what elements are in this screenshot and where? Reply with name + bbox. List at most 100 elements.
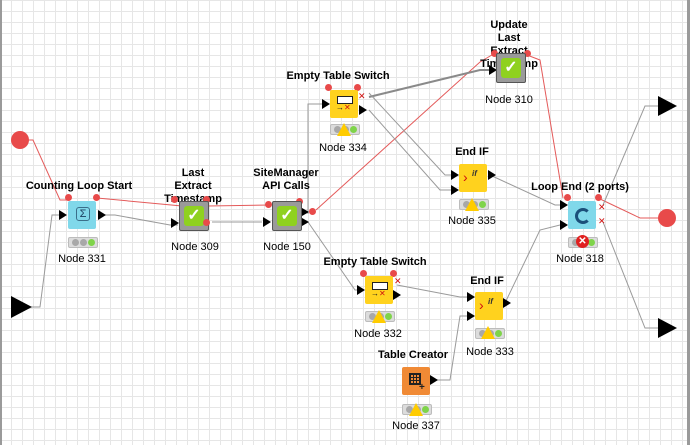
output-port[interactable] [430,375,438,385]
workflow-data-output-port-2[interactable] [658,318,677,338]
input-port[interactable] [560,200,568,210]
flowvar-port[interactable] [265,201,272,208]
canvas-right-border [687,0,690,445]
output-port[interactable] [302,208,309,216]
flowvar-port[interactable] [65,194,72,201]
status-light-red-off [72,239,79,246]
input-port[interactable] [467,311,475,321]
input-port[interactable] [451,185,459,195]
inactive-output-port[interactable]: ✕ [598,216,606,226]
data-connection [430,315,470,381]
flowvar-port[interactable] [325,84,332,91]
flowvar-connection [597,197,667,219]
data-connection [307,103,325,214]
workflow-flowvar-input-port[interactable] [11,131,29,149]
node-label: Node 310 [485,94,533,106]
data-connection [504,224,561,304]
output-port[interactable] [359,105,367,115]
loop-end-icon [568,201,596,229]
input-port[interactable] [357,285,365,295]
input-port[interactable] [489,65,497,75]
flowvar-port[interactable] [171,196,178,203]
node-title: Counting Loop Start [25,180,133,192]
workflow-data-output-port-1[interactable] [658,96,677,116]
warning-icon [481,326,495,339]
data-connection [102,214,178,226]
metanode-check-icon: ✓ [272,201,302,231]
node-title: Table Creator [377,349,449,361]
status-traffic-light [68,237,98,248]
node-label: Node 331 [58,253,106,265]
status-light-green-on [422,406,429,413]
input-port[interactable] [467,292,475,302]
status-light-green-on [385,313,392,320]
table-creator-icon: + [402,367,430,395]
input-port[interactable] [560,220,568,230]
input-port[interactable] [171,218,179,228]
node-title: Loop End (2 ports) [531,181,629,193]
node-label: Node 334 [319,142,367,154]
flowvar-port[interactable] [203,219,210,226]
node-label: Node 318 [556,253,604,265]
status-light-green-on [495,330,502,337]
flowvar-connection [96,197,183,207]
output-port[interactable] [488,170,496,180]
input-port[interactable] [59,210,67,220]
node-title: SiteManager API Calls [253,167,319,192]
node-label: Node 309 [171,241,219,253]
flowvar-port[interactable] [93,194,100,201]
flowvar-port[interactable] [354,84,361,91]
flowvar-port[interactable] [491,50,498,57]
warning-icon [372,310,386,323]
warning-icon [465,198,479,211]
output-port[interactable] [503,298,511,308]
node-label: Node 150 [263,241,311,253]
flowvar-port[interactable] [595,194,602,201]
status-light-yellow-off [80,239,87,246]
node-label: Node 337 [392,420,440,432]
workflow-flowvar-output-port[interactable] [658,209,676,227]
data-connection [602,221,658,329]
workflow-data-input-port[interactable] [11,296,32,318]
output-port[interactable] [98,210,106,220]
loop-start-icon: Σ [68,201,96,229]
flowvar-port[interactable] [203,196,210,203]
warning-icon [409,403,423,416]
warning-icon [337,123,351,136]
end-if-icon: › if [475,292,503,320]
status-light-green-on [588,239,595,246]
status-light-green-on [479,201,486,208]
data-connection [602,105,658,206]
flowvar-connection [207,204,271,207]
input-port[interactable] [263,217,271,227]
status-light-red-off [572,239,579,246]
flowvar-port[interactable] [524,50,531,57]
node-title: Empty Table Switch [323,256,427,268]
data-connection [368,92,452,176]
inactive-output-port[interactable]: ✕ [598,202,606,212]
flowvar-port[interactable] [390,270,397,277]
data-connection [489,174,562,206]
canvas-left-border [0,0,2,445]
error-icon: ✕ [576,235,589,248]
switch-icon: →✕ [330,90,358,118]
input-port[interactable] [322,99,330,109]
status-light-green-on [88,239,95,246]
output-port[interactable] [302,218,309,226]
node-title: End IF [470,275,504,287]
metanode-check-icon: ✓ [496,53,526,83]
inactive-output-port[interactable]: ✕ [394,276,402,286]
node-title: Empty Table Switch [286,70,390,82]
output-port[interactable] [393,290,401,300]
flowvar-port[interactable] [309,208,316,215]
flowvar-port[interactable] [564,194,571,201]
input-port[interactable] [451,170,459,180]
inactive-output-port[interactable]: ✕ [358,91,366,101]
data-connection [396,284,470,298]
node-label: Node 335 [448,215,496,227]
switch-icon: →✕ [365,276,393,304]
flowvar-port[interactable] [360,270,367,277]
end-if-icon: › if [459,164,487,192]
